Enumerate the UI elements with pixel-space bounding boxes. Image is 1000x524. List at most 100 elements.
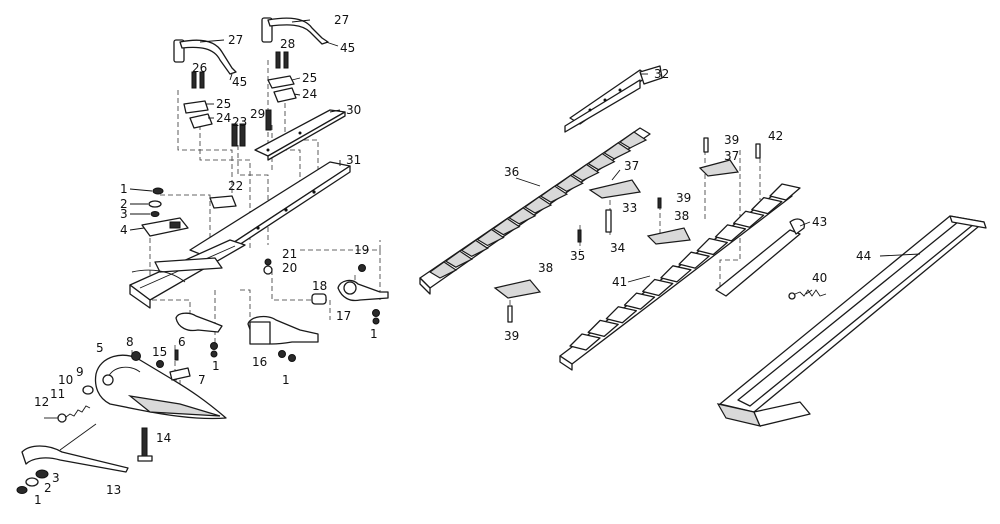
knife-section-tooth xyxy=(492,217,521,236)
bolt-14 xyxy=(137,427,153,462)
hardware-1-4 xyxy=(141,187,189,237)
callout-31: 31 xyxy=(346,153,361,167)
callout-17: 17 xyxy=(336,309,351,323)
callout-30: 30 xyxy=(346,103,361,117)
section-37 xyxy=(588,179,642,199)
knife-sections xyxy=(428,131,648,279)
guard-section-tooth xyxy=(660,265,692,283)
knife-section-tooth xyxy=(444,250,474,268)
guard-section-tooth xyxy=(678,251,710,269)
section-38 xyxy=(493,279,542,299)
rail-42 xyxy=(715,218,805,297)
callout-3-bottom: 3 xyxy=(52,471,60,485)
rivet-33-34 xyxy=(605,209,612,233)
guard-section-tooth xyxy=(587,319,619,338)
callout-1-bottom: 1 xyxy=(34,493,42,507)
section-38-right xyxy=(646,227,691,245)
callout-20: 20 xyxy=(282,261,297,275)
rivet-35 xyxy=(577,229,582,243)
callout-34: 34 xyxy=(610,241,625,255)
plate-30 xyxy=(254,109,346,161)
callout-27-right: 27 xyxy=(334,13,349,27)
knife-section-tooth xyxy=(618,131,648,149)
callout-2-top: 2 xyxy=(120,197,128,211)
callout-1-top: 1 xyxy=(120,182,128,196)
rivets-39-41 xyxy=(657,137,761,209)
knife-section-tooth xyxy=(603,142,632,160)
callout-18: 18 xyxy=(312,279,327,293)
callout-28: 28 xyxy=(280,37,295,51)
knife-section-tooth xyxy=(523,196,553,214)
guard-section-tooth xyxy=(623,292,656,310)
bolt-15 xyxy=(156,360,164,368)
callout-3-top: 3 xyxy=(120,207,128,221)
callout-26: 26 xyxy=(192,61,207,75)
callout-38-mid: 38 xyxy=(538,261,553,275)
callout-16: 16 xyxy=(252,355,267,369)
callout-37-mid: 37 xyxy=(624,159,639,173)
callout-39-mid: 39 xyxy=(504,329,519,343)
guard-section-tooth xyxy=(769,183,801,201)
bolt-29 xyxy=(265,109,272,131)
callout-39-right: 39 xyxy=(676,191,691,205)
callout-5: 5 xyxy=(96,341,104,355)
knife-section-tooth xyxy=(428,261,458,279)
guard-section-tooth xyxy=(714,224,747,242)
callout-21: 21 xyxy=(282,247,297,261)
callout-38-right: 38 xyxy=(674,209,689,223)
guard-section-tooth xyxy=(642,278,674,297)
knife-section-tooth xyxy=(587,152,616,171)
arm-27-left xyxy=(173,39,237,75)
callout-43: 44 xyxy=(856,249,871,263)
channel-43 xyxy=(716,215,987,427)
callout-36: 36 xyxy=(504,165,519,179)
cutter-bar-31 xyxy=(189,161,351,265)
callout-23: 23 xyxy=(232,115,247,129)
callout-25-right: 25 xyxy=(302,71,317,85)
callout-37-right: 37 xyxy=(724,149,739,163)
callout-7: 7 xyxy=(198,373,206,387)
callout-11: 11 xyxy=(50,387,65,401)
spring-44 xyxy=(788,289,827,300)
knife-section-tooth xyxy=(571,163,600,182)
plate-22 xyxy=(209,195,237,209)
bolts-23 xyxy=(231,123,246,147)
knife-section-tooth xyxy=(460,239,489,258)
rivet-39-low xyxy=(507,305,513,323)
nut-19 xyxy=(358,264,366,272)
callout-42: 43 xyxy=(812,215,827,229)
nuts-20-21 xyxy=(263,258,273,275)
guard-section-tooth xyxy=(696,237,728,256)
callout-27-left: 27 xyxy=(228,33,243,47)
callout-2-bottom: 2 xyxy=(44,481,52,495)
nuts-right-1 xyxy=(210,309,380,362)
outer-shoe-5 xyxy=(94,354,227,420)
section-37-right xyxy=(698,159,740,177)
bolts-28 xyxy=(275,51,289,69)
callout-32: 32 xyxy=(654,67,669,81)
callout-14: 14 xyxy=(156,431,171,445)
callout-13: 13 xyxy=(106,483,121,497)
callout-40: 41 xyxy=(612,275,627,289)
divider-rod-13 xyxy=(16,423,129,494)
callout-35: 35 xyxy=(570,249,585,263)
callout-22: 22 xyxy=(228,179,243,193)
knife-section-tooth xyxy=(476,228,505,247)
callout-1-center: 1 xyxy=(212,359,220,373)
pin-6-7 xyxy=(169,349,191,381)
callout-41: 42 xyxy=(768,129,783,143)
knife-section-tooth xyxy=(539,185,569,203)
arm-27-right xyxy=(261,17,329,45)
callout-39-top: 39 xyxy=(724,133,739,147)
clips-24-25 xyxy=(183,75,297,129)
callout-6: 6 xyxy=(178,335,186,349)
callout-24-right: 24 xyxy=(302,87,317,101)
callout-45-right: 45 xyxy=(340,41,355,55)
callout-44: 40 xyxy=(812,271,827,285)
callout-4: 4 xyxy=(120,223,128,237)
knife-section-tooth xyxy=(555,174,584,193)
bolts-26 xyxy=(191,71,205,89)
callout-25-left: 25 xyxy=(216,97,231,111)
knife-section-tooth xyxy=(508,207,537,225)
